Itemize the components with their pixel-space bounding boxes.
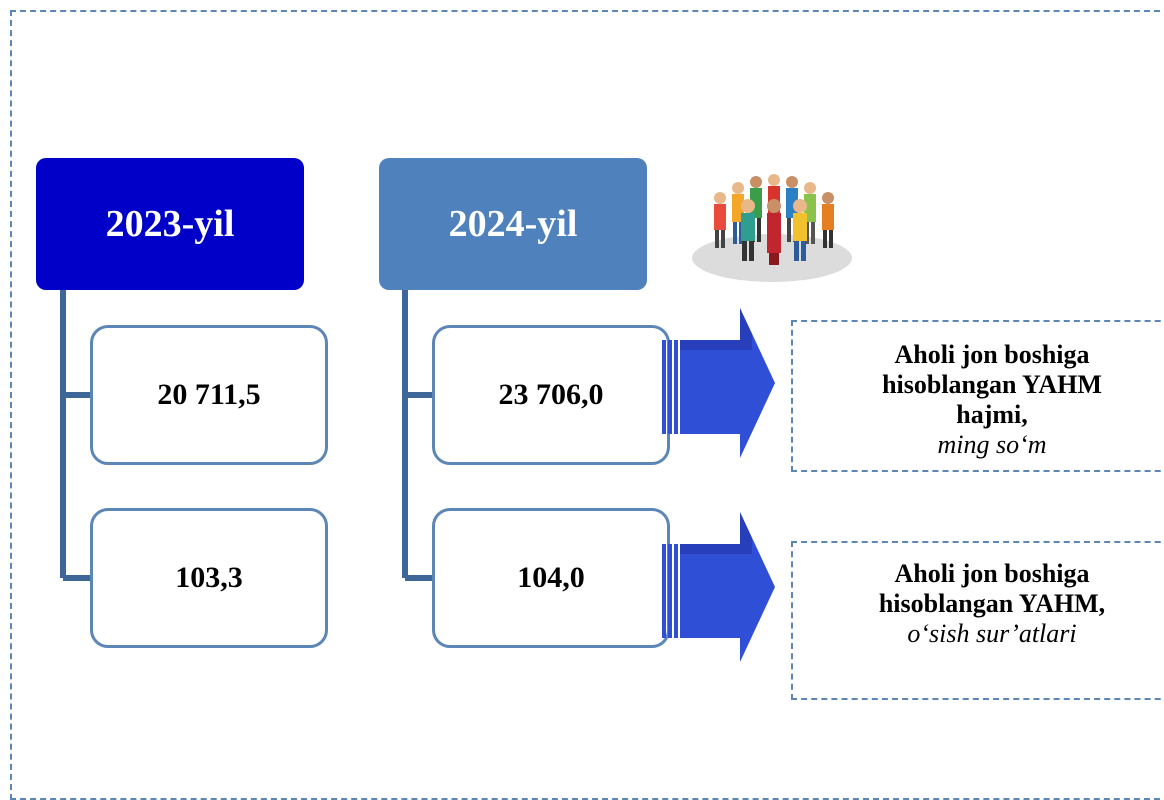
year-header-2024: 2024-yil [379, 158, 647, 290]
arrow-right-icon [662, 512, 775, 662]
value-2024-growth: 104,0 [432, 508, 670, 648]
description-growth: Aholi jon boshiga hisoblangan YAHM, o‘si… [791, 541, 1164, 700]
year-header-2023: 2023-yil [36, 158, 304, 290]
description-volume-line2: hisoblangan YAHM [882, 370, 1102, 399]
crowd-icon [692, 174, 852, 282]
description-volume: Aholi jon boshiga hisoblangan YAHM hajmi… [791, 320, 1164, 472]
description-volume-unit: ming so‘m [937, 430, 1047, 459]
value-2023-volume: 20 711,5 [90, 325, 328, 465]
description-growth-unit: o‘sish sur’atlari [907, 619, 1077, 648]
connector-2024 [402, 290, 432, 581]
connector-2023 [60, 290, 90, 581]
description-growth-line1: Aholi jon boshiga [894, 559, 1090, 588]
tree-connectors [60, 290, 432, 581]
description-volume-line3: hajmi, [956, 400, 1028, 429]
arrow-right-icon [662, 308, 775, 458]
value-2023-growth: 103,3 [90, 508, 328, 648]
description-volume-line1: Aholi jon boshiga [894, 340, 1090, 369]
description-growth-line2: hisoblangan YAHM, [878, 589, 1106, 618]
value-2024-volume: 23 706,0 [432, 325, 670, 465]
